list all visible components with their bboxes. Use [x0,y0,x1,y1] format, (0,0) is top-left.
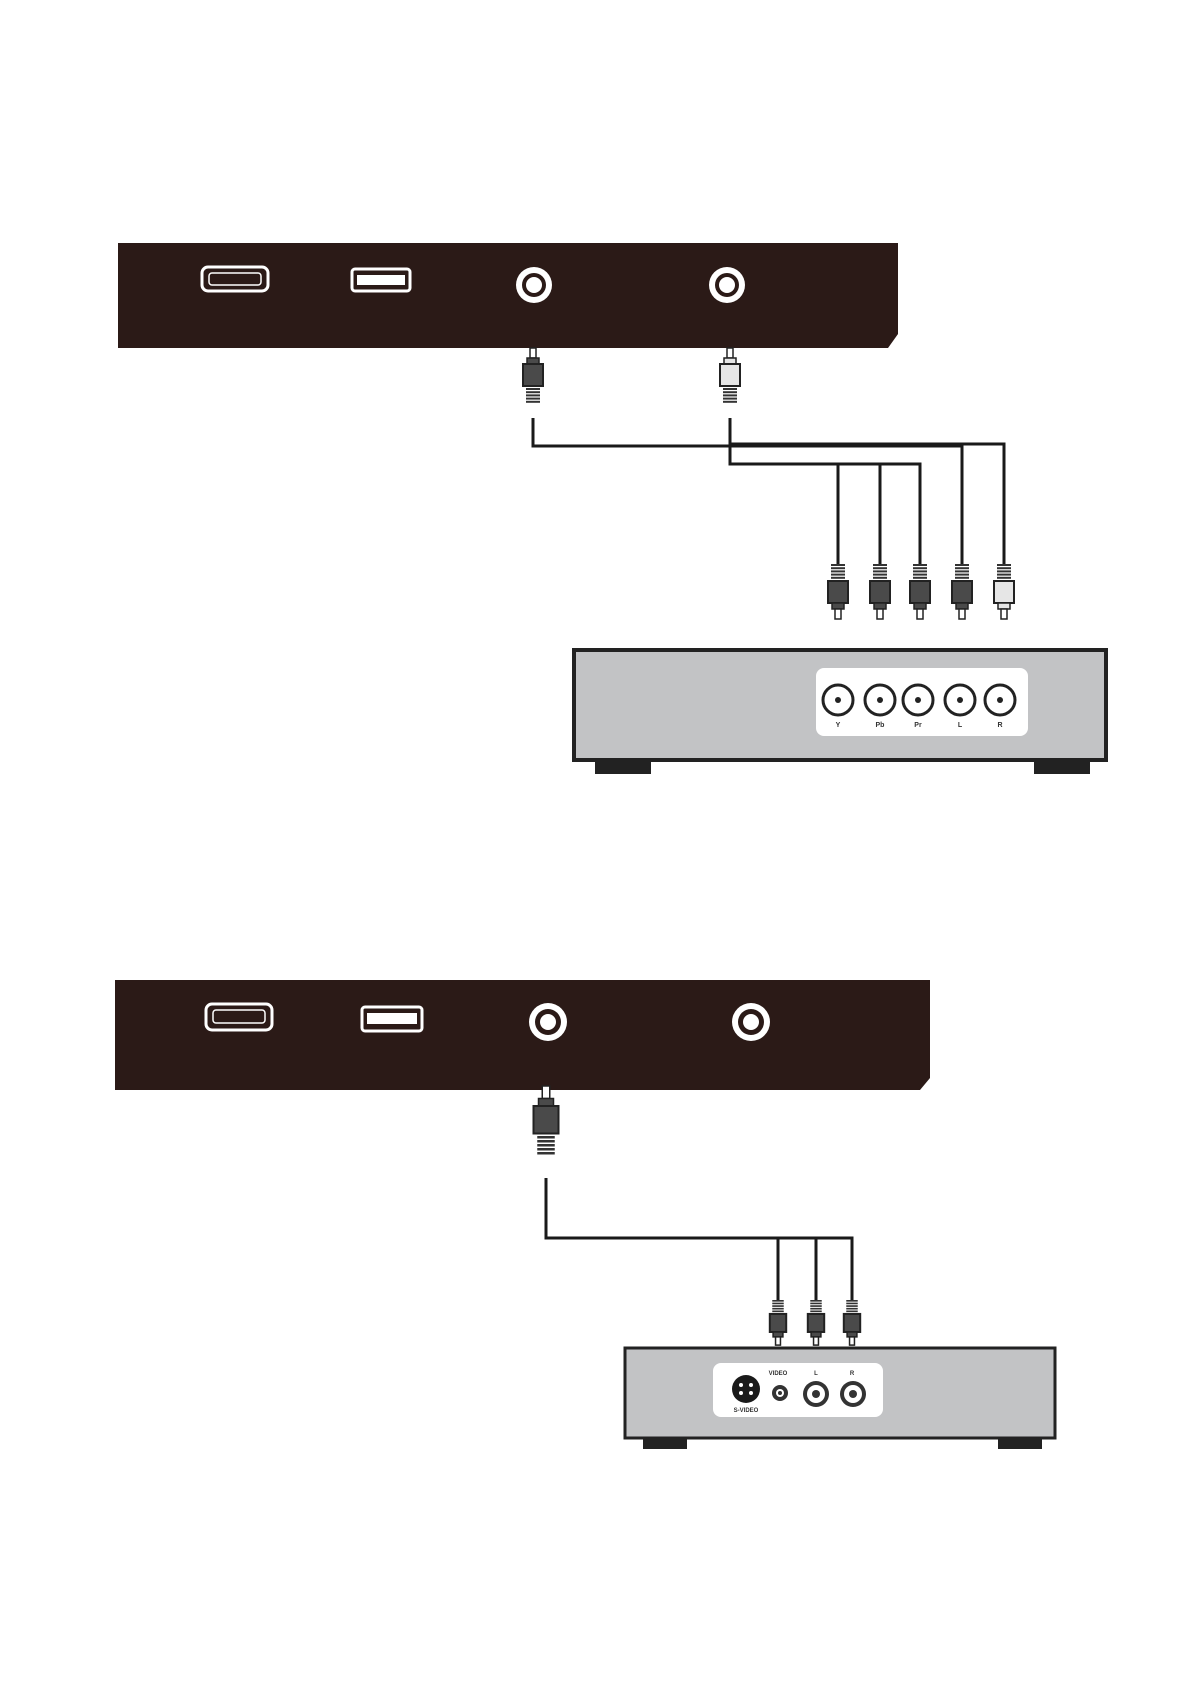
tv-plugs-2 [534,1086,559,1155]
cables-1 [533,418,1004,566]
jack-label: L [958,722,963,729]
rca-plug-icon [534,1086,559,1155]
device-foot [595,760,651,774]
tv-plugs-1 [523,348,740,403]
rca-plug-icon [720,348,740,403]
rca-plug-icon [808,1300,824,1345]
svideo-jack-icon [732,1375,760,1403]
av-jack-icon [732,1003,770,1041]
plug-label: L [814,1371,818,1377]
small-jack-icon [772,1385,788,1401]
jack-label: Pr [914,722,922,729]
rca-plug-icon [994,564,1014,619]
rca-plug-icon [523,348,543,403]
rca-plug-icon [844,1300,860,1345]
device-foot [998,1438,1042,1449]
device-foot [1034,760,1090,774]
jack-label: Y [836,722,841,729]
av-jack-icon [709,267,745,303]
audio-jack-icon [840,1381,866,1407]
tv-panel-2 [115,980,930,1090]
rca-plug-icon [770,1300,786,1345]
rca-plug-icon [952,564,972,619]
jack-label: Pb [876,722,885,729]
source-device-2: S-VIDEO VIDEO L R [625,1348,1055,1449]
svideo-label: S-VIDEO [734,1408,759,1414]
rca-plug-icon [828,564,848,619]
plug-label: VIDEO [769,1371,788,1377]
audio-jack-icon [803,1381,829,1407]
rca-plug-icon [910,564,930,619]
tv-panel-1 [118,243,898,348]
av-jack-icon [516,267,552,303]
diagram-composite: S-VIDEO VIDEO L R [115,980,1055,1449]
rca-plug-icon [870,564,890,619]
diagram-component: Y Pb Pr L R [118,243,1106,774]
av-jack-icon [529,1003,567,1041]
device-plugs-2 [770,1300,860,1345]
jack-label: R [997,722,1002,729]
device-foot [643,1438,687,1449]
device-plugs-1 [828,564,1014,619]
cables-2 [546,1178,852,1300]
source-device-1: Y Pb Pr L R [574,650,1106,774]
plug-label: R [850,1371,855,1377]
